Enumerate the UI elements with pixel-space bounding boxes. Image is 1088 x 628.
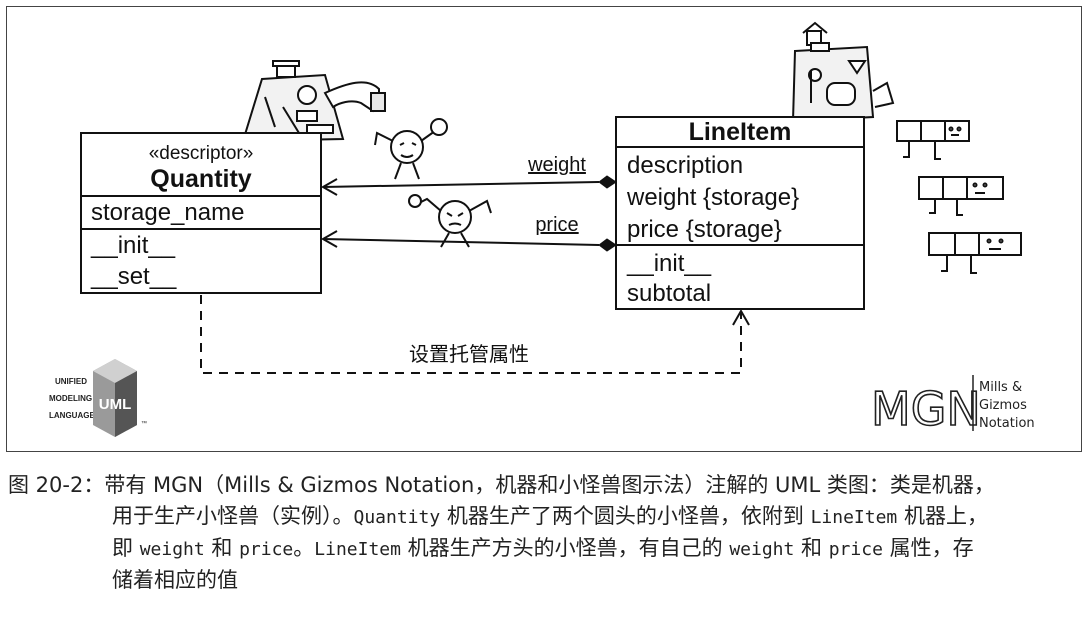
uml-logo-word: MODELING: [49, 394, 92, 403]
caption-text: 用于生产小怪兽（实例）。: [112, 504, 354, 528]
lineitem-machine-sketch: [791, 21, 895, 123]
square-monster-2: [918, 176, 1004, 216]
mgn-logo: MGN Mills & Gizmos Notation: [870, 375, 1035, 437]
round-monster-weight: [374, 118, 448, 180]
lineitem-class: LineItem description weight {storage} pr…: [615, 116, 865, 310]
lineitem-method: subtotal: [627, 280, 711, 307]
uml-diagram: «descriptor» Quantity storage_name __ini…: [49, 21, 1035, 437]
caption-line: 图 20-2：带有 MGN（Mills & Gizmos Notation，机器…: [8, 473, 995, 497]
quantity-class-name: Quantity: [150, 165, 251, 193]
caption-text: 机器生产方头的小怪兽，有自己的: [400, 536, 730, 560]
caption-text: 属性，存: [882, 536, 974, 560]
caption-code: LineItem: [810, 507, 898, 528]
price-role-label: price: [535, 214, 578, 236]
caption-text: 和: [794, 536, 829, 560]
caption-code: weight: [729, 539, 795, 560]
uml-logo-word: LANGUAGE: [49, 411, 95, 420]
uml-logo-tm: ™: [141, 420, 147, 427]
weight-association: weight: [320, 154, 617, 196]
square-monster-3: [928, 232, 1022, 274]
caption-text: 和: [204, 536, 240, 560]
caption-code: LineItem: [314, 539, 401, 560]
lineitem-attribute: weight {storage}: [626, 184, 799, 211]
mgn-logo-word: Gizmos: [979, 398, 1027, 413]
caption-code: price: [239, 539, 294, 560]
quantity-class: «descriptor» Quantity storage_name __ini…: [80, 132, 322, 294]
caption-text: 机器生产了两个圆头的小怪兽，依附到: [440, 504, 811, 528]
caption-text: 。: [293, 536, 315, 560]
figure-caption: 图 20-2：带有 MGN（Mills & Gizmos Notation，机器…: [8, 470, 1082, 596]
lineitem-attribute: description: [627, 152, 743, 179]
quantity-method: __init__: [90, 232, 176, 259]
caption-line: 储着相应的值: [112, 568, 238, 592]
uml-logo-word: UNIFIED: [55, 377, 87, 386]
figure-frame: «descriptor» Quantity storage_name __ini…: [6, 6, 1082, 452]
price-association: price: [320, 214, 617, 252]
dependency-arrow: 设置托管属性: [200, 295, 750, 374]
quantity-stereotype: «descriptor»: [149, 143, 254, 164]
square-monster-1: [896, 120, 970, 160]
weight-role-label: weight: [527, 154, 586, 176]
uml-logo: UNIFIED MODELING LANGUAGE UML ™: [49, 359, 147, 437]
caption-line: 即 weight 和 price。LineItem 机器生产方头的小怪兽，有自己…: [8, 533, 1082, 565]
lineitem-method: __init__: [626, 250, 712, 277]
caption-code: price: [828, 539, 883, 560]
round-monster-price: [408, 194, 492, 248]
lineitem-attribute: price {storage}: [627, 216, 782, 243]
lineitem-class-name: LineItem: [689, 118, 792, 146]
quantity-method: __set__: [90, 263, 177, 290]
caption-line: 用于生产小怪兽（实例）。Quantity 机器生产了两个圆头的小怪兽，依附到 L…: [8, 501, 1082, 533]
caption-code: weight: [139, 539, 205, 560]
quantity-attribute: storage_name: [91, 199, 244, 226]
caption-code: Quantity: [353, 507, 441, 528]
uml-logo-letters: UML: [99, 396, 132, 413]
mgn-logo-word: Notation: [979, 416, 1035, 431]
mgn-logo-letters: MGN: [871, 382, 981, 436]
caption-text: 即: [112, 536, 140, 560]
dependency-label: 设置托管属性: [409, 342, 529, 366]
quantity-machine-sketch: [241, 60, 386, 143]
mgn-logo-word: Mills &: [979, 380, 1022, 395]
caption-text: 机器上，: [897, 504, 988, 528]
